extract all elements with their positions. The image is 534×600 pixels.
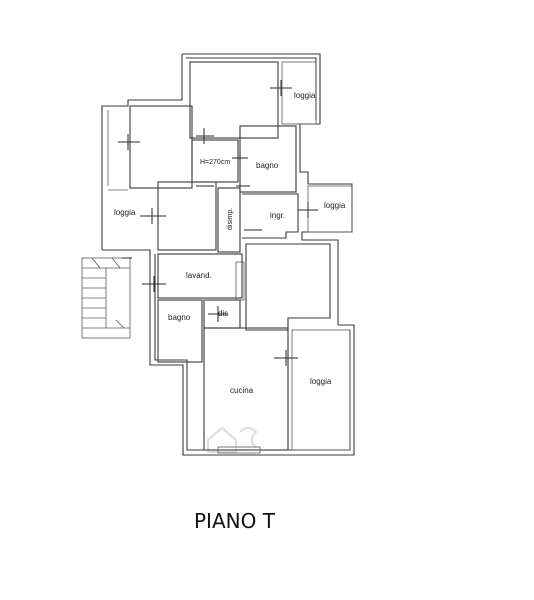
label-dis: dis	[218, 309, 228, 318]
label-loggia-bottom: loggia	[310, 377, 332, 386]
label-loggia-left: loggia	[114, 208, 136, 217]
label-height-note: H=270cm	[200, 159, 230, 166]
external-staircase	[81, 257, 131, 339]
label-loggia-right: loggia	[324, 201, 346, 210]
label-disimp: disimp.	[227, 208, 234, 230]
watermark-icon	[207, 426, 258, 453]
door-window-marks	[118, 80, 318, 366]
room-labels: loggia H=270cm bagno loggia disimp. ingr…	[114, 91, 346, 395]
label-ingr: ingr.	[270, 211, 285, 220]
plan-title: PIANO T	[194, 509, 276, 533]
interior-walls	[107, 61, 353, 454]
label-loggia-top: loggia	[294, 91, 316, 100]
label-lavand: lavand.	[186, 271, 212, 280]
label-bagno-bottom: bagno	[168, 313, 191, 322]
label-cucina: cucina	[230, 386, 254, 395]
label-bagno-top: bagno	[256, 161, 279, 170]
